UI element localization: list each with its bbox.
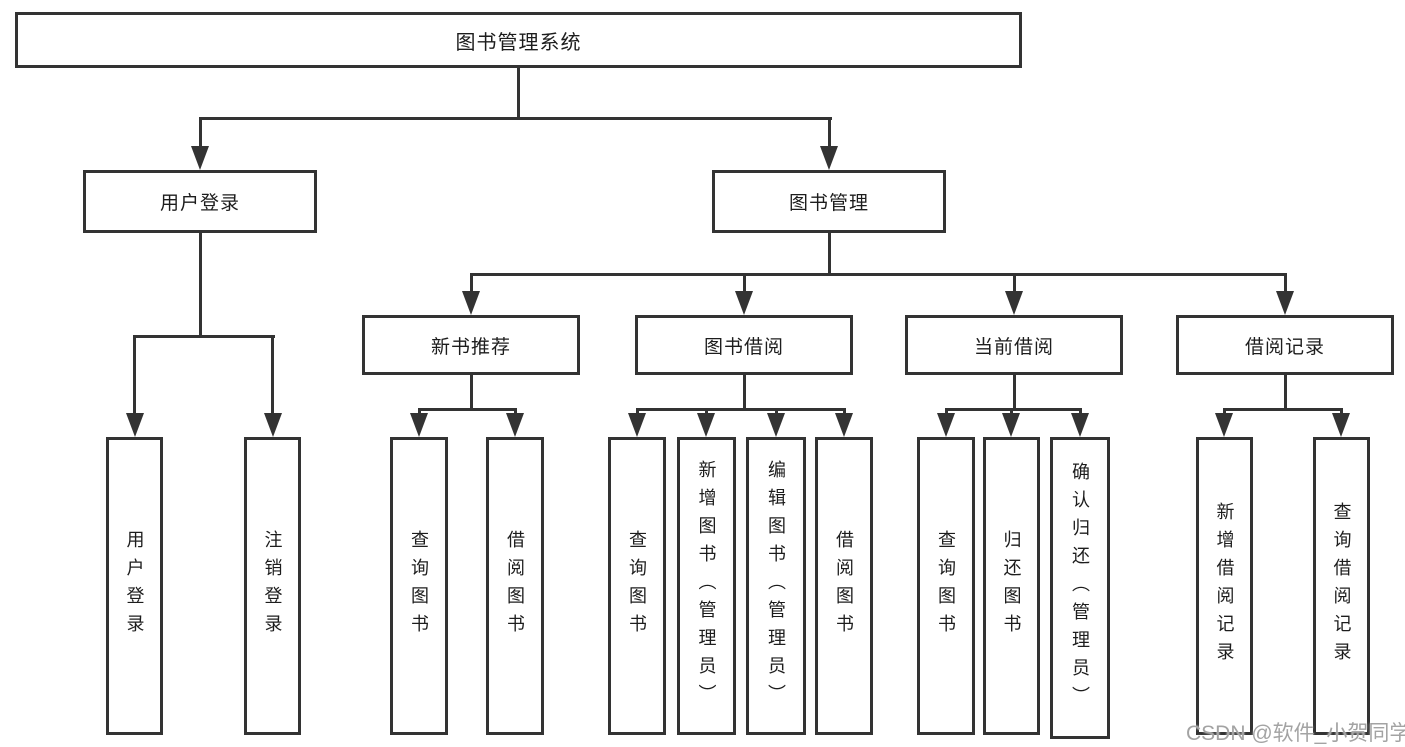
node-query-books-current: 查询图书 [917, 437, 975, 735]
arrowhead-g2-leaf4-icon [835, 413, 853, 437]
node-add-book-admin: 新增图书（管理员） [677, 437, 736, 735]
node-new-book-recommendation: 新书推荐 [362, 315, 580, 375]
connector-g2-leaf2-stem [705, 408, 708, 416]
node-query-books-borrowing: 查询图书 [608, 437, 666, 735]
connector-g3-stem [1013, 375, 1016, 410]
node-library-management-system-label: 图书管理系统 [455, 31, 582, 54]
connector-user-login-stem [199, 117, 202, 148]
node-borrowing-records: 借阅记录 [1176, 315, 1394, 375]
connector-g1-leaf1-stem [418, 408, 421, 416]
connector-level1-rail [199, 117, 832, 120]
arrowhead-book-borrow-icon [735, 291, 753, 315]
node-user-login-label: 用户登录 [159, 193, 240, 214]
node-borrow-books-borrowing: 借阅图书 [815, 437, 873, 735]
connector-book-borrow-stem [743, 273, 746, 293]
connector-borrow-records-stem [1284, 273, 1287, 293]
node-query-books-recommend: 查询图书 [390, 437, 448, 735]
connector-g3-rail [945, 408, 1081, 411]
connector-new-book-stem [470, 273, 473, 293]
node-query-borrow-record-label: 查询借阅记录 [1331, 502, 1352, 670]
node-return-books-label: 归还图书 [1001, 530, 1022, 642]
node-add-borrow-record: 新增借阅记录 [1196, 437, 1253, 735]
node-query-borrow-record: 查询借阅记录 [1313, 437, 1370, 735]
connector-g1-rail [418, 408, 517, 411]
arrowhead-g2-leaf3-icon [767, 413, 785, 437]
connector-g3-leaf3-stem [1079, 408, 1082, 416]
node-edit-book-admin-label: 编辑图书（管理员） [766, 460, 786, 712]
connector-login-leaf1-stem [133, 335, 136, 415]
node-user-login-action: 用户登录 [106, 437, 163, 735]
arrowhead-g4-leaf2-icon [1332, 413, 1350, 437]
connector-g1-stem [470, 375, 473, 410]
node-new-book-recommendation-label: 新书推荐 [430, 336, 511, 358]
connector-g2-leaf4-stem [843, 408, 846, 416]
node-confirm-return-admin: 确认归还（管理员） [1050, 437, 1110, 739]
node-borrowing-records-label: 借阅记录 [1244, 336, 1325, 358]
connector-g1-leaf2-stem [514, 408, 517, 416]
node-edit-book-admin: 编辑图书（管理员） [746, 437, 806, 735]
node-current-borrowing-label: 当前借阅 [973, 336, 1054, 358]
arrowhead-g3-leaf1-icon [937, 413, 955, 437]
node-borrow-books-borrowing-label: 借阅图书 [834, 530, 854, 642]
connector-g2-leaf3-stem [775, 408, 778, 416]
arrowhead-g3-leaf2-icon [1002, 413, 1020, 437]
arrowhead-g2-leaf2-icon [697, 413, 715, 437]
node-query-books-recommend-label: 查询图书 [409, 530, 429, 642]
arrowhead-g1-leaf1-icon [410, 413, 428, 437]
node-library-management-system: 图书管理系统 [15, 12, 1022, 68]
node-query-books-current-label: 查询图书 [936, 530, 956, 642]
node-logout-action: 注销登录 [244, 437, 301, 735]
connector-mgmt-rail [470, 273, 1287, 276]
node-current-borrowing: 当前借阅 [905, 315, 1123, 375]
arrowhead-new-book-icon [462, 291, 480, 315]
arrowhead-login-leaf1-icon [126, 413, 144, 437]
node-confirm-return-admin-label: 确认归还（管理员） [1070, 462, 1090, 714]
arrowhead-g3-leaf3-icon [1071, 413, 1089, 437]
connector-mgmt-stem [828, 232, 831, 276]
arrowhead-login-leaf2-icon [264, 413, 282, 437]
node-add-book-admin-label: 新增图书（管理员） [696, 460, 717, 712]
csdn-watermark: CSDN @软件_小贺同学 [1186, 722, 1405, 745]
node-logout-action-label: 注销登录 [262, 530, 283, 642]
connector-g4-stem [1284, 375, 1287, 410]
node-query-books-borrowing-label: 查询图书 [627, 530, 647, 642]
node-add-borrow-record-label: 新增借阅记录 [1214, 502, 1235, 670]
arrowhead-book-mgmt-icon [820, 146, 838, 170]
connector-current-borrow-stem [1013, 273, 1016, 293]
arrowhead-borrow-records-icon [1276, 291, 1294, 315]
connector-login-stem [199, 232, 202, 336]
node-book-borrowing-label: 图书借阅 [703, 336, 784, 358]
connector-g3-leaf1-stem [945, 408, 948, 416]
connector-g3-leaf2-stem [1010, 408, 1013, 416]
node-borrow-books-recommend: 借阅图书 [486, 437, 544, 735]
arrowhead-user-login-icon [191, 146, 209, 170]
arrowhead-current-borrow-icon [1005, 291, 1023, 315]
connector-root-stem [517, 68, 520, 119]
node-book-borrowing: 图书借阅 [635, 315, 853, 375]
arrowhead-g2-leaf1-icon [628, 413, 646, 437]
connector-g2-leaf1-stem [636, 408, 639, 416]
node-return-books: 归还图书 [983, 437, 1040, 735]
connector-book-mgmt-stem [828, 117, 831, 148]
node-borrow-books-recommend-label: 借阅图书 [505, 530, 525, 642]
connector-g2-stem [743, 375, 746, 410]
node-book-management-label: 图书管理 [788, 193, 869, 214]
connector-g4-leaf2-stem [1340, 408, 1343, 416]
connector-login-leaf2-stem [271, 335, 274, 415]
node-book-management: 图书管理 [712, 170, 946, 233]
node-user-login: 用户登录 [83, 170, 317, 233]
node-user-login-action-label: 用户登录 [124, 530, 145, 642]
connector-g2-rail [636, 408, 845, 411]
connector-g4-rail [1223, 408, 1342, 411]
arrowhead-g1-leaf2-icon [506, 413, 524, 437]
connector-g4-leaf1-stem [1223, 408, 1226, 416]
arrowhead-g4-leaf1-icon [1215, 413, 1233, 437]
connector-login-rail [133, 335, 275, 338]
